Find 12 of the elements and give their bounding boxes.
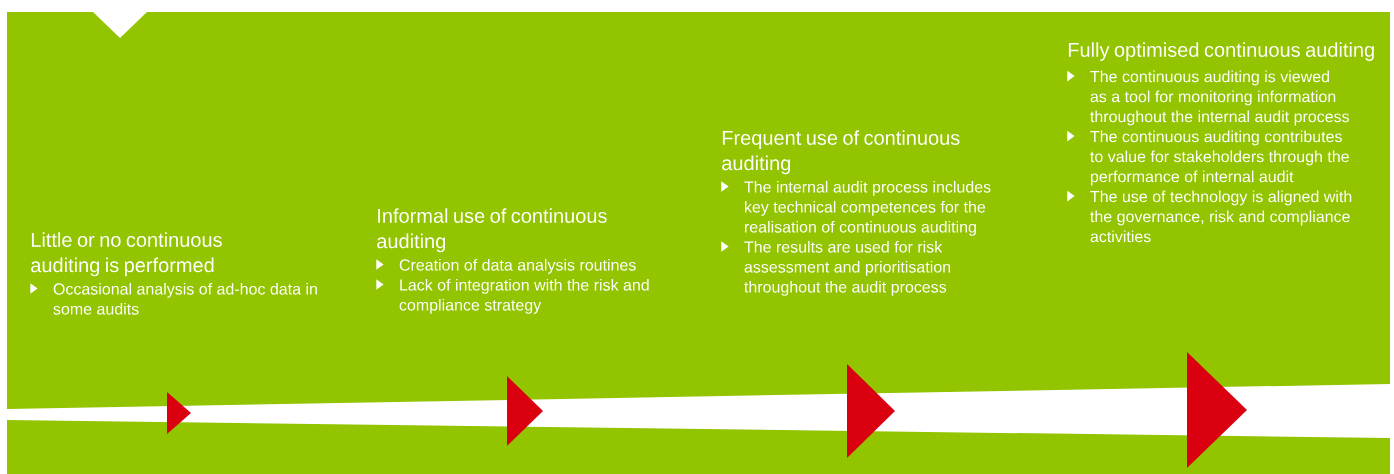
bullet-item: The continuous auditing is viewed as a tool for monitoring information throughout the internal audit process <box>1090 70 1350 126</box>
stage-heading: Little or no continuous auditing is performed <box>31 232 222 277</box>
stage-heading: Informal use of continuous auditing <box>377 208 607 253</box>
bullet-item: The results are used for risk assessment and prioritisation throughout the audit process <box>744 240 951 296</box>
stage-heading: Frequent use of continuous auditing <box>722 130 960 175</box>
bullet-item: Lack of integration with the risk and compliance strategy <box>399 278 649 314</box>
stage-heading: Fully optimised continuous auditing <box>1068 42 1374 61</box>
bullet-item: The use of technology is aligned with the governance, risk and compliance activities <box>1090 190 1352 243</box>
bullet-item: The continuous auditing contributes to value for stakeholders through the performance of internal audit <box>1090 130 1349 186</box>
bullet-item: Occasional analysis of ad-hoc data in some audits <box>53 282 317 315</box>
bullet-item: The internal audit process includes key technical competences for the realisation of continuous auditing <box>744 180 991 236</box>
bullet-item: Creation of data analysis routines <box>399 258 636 274</box>
